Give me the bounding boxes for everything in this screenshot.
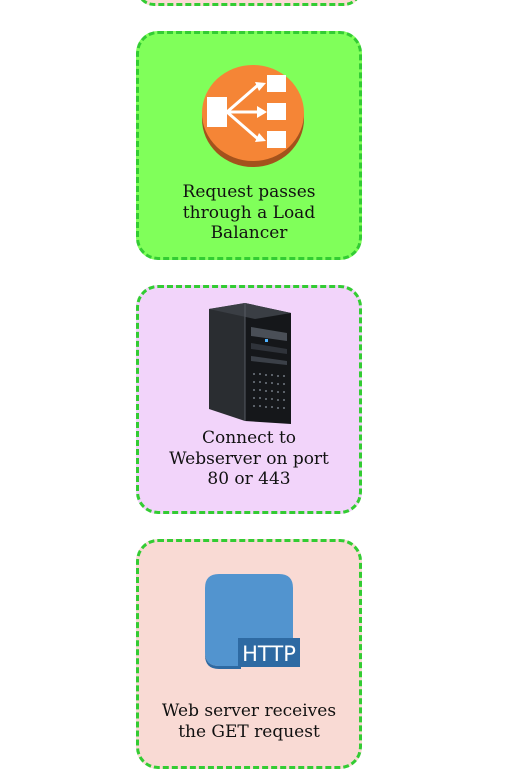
- previous-step-card: [136, 0, 362, 6]
- http-document-icon: HTTP: [205, 574, 300, 669]
- load-balancer-icon: [202, 65, 304, 167]
- server-tower-icon: [209, 303, 291, 424]
- webserver-step: Connect to Webserver on port 80 or 443: [136, 285, 362, 514]
- webserver-step-label: Connect to Webserver on port 80 or 443: [169, 428, 329, 489]
- load-balancer-step-label: Request passes through a Load Balancer: [182, 182, 316, 243]
- http-request-step: HTTP Web server receives the GET request: [136, 539, 362, 769]
- load-balancer-step: Request passes through a Load Balancer: [136, 31, 362, 260]
- http-step-label: Web server receives the GET request: [161, 701, 337, 742]
- http-icon-text: HTTP: [242, 642, 296, 666]
